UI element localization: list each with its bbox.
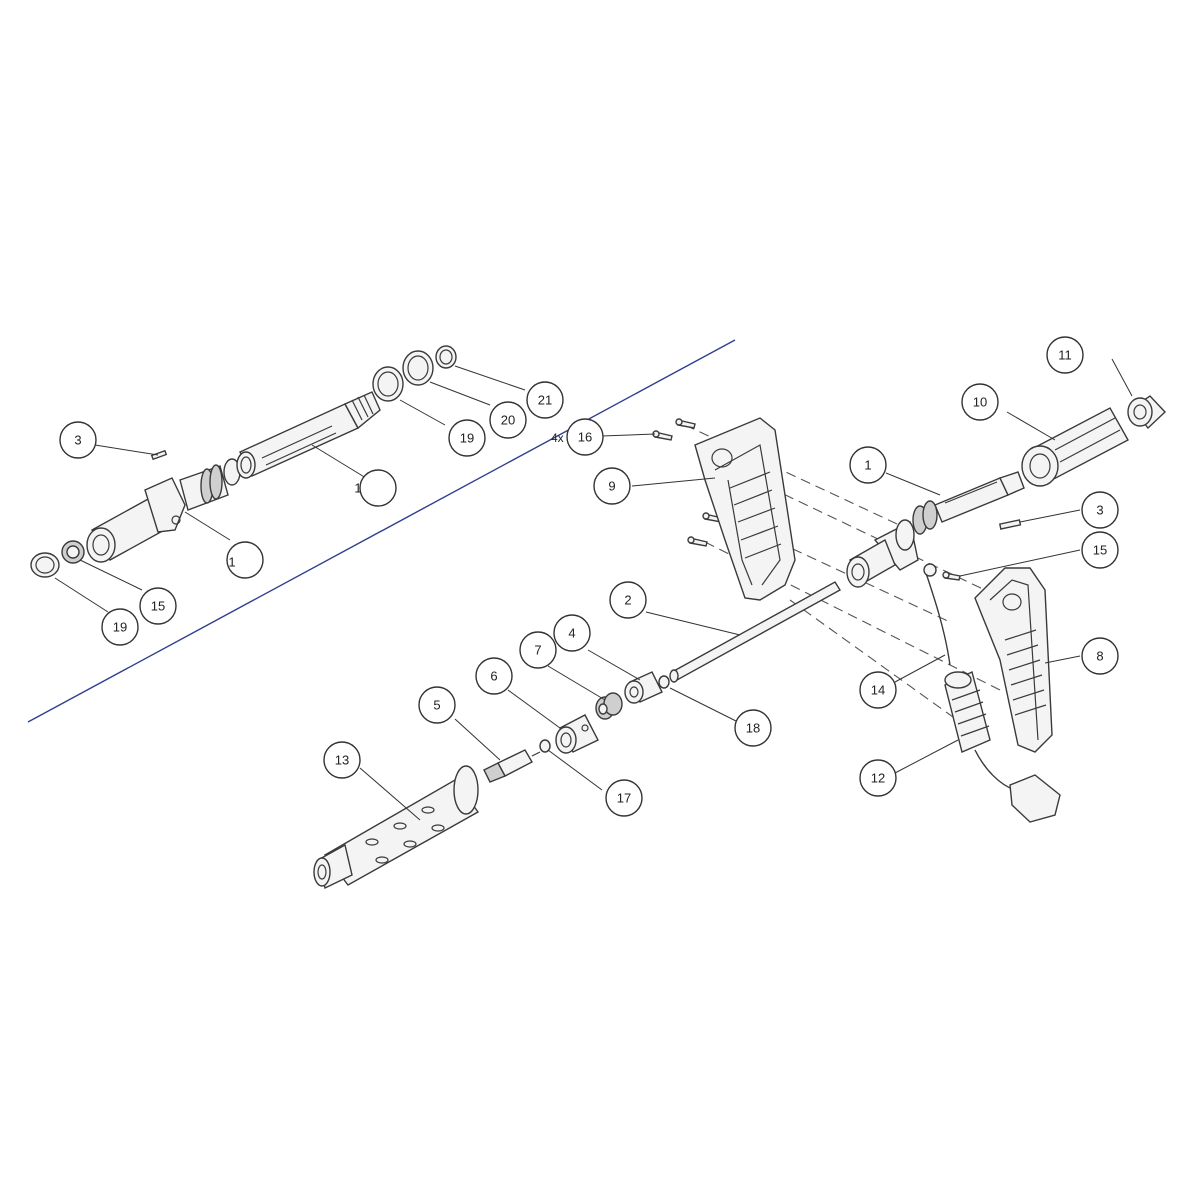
callout-1-detail-bottom: 1 bbox=[226, 541, 264, 579]
svg-text:6: 6 bbox=[490, 669, 497, 684]
svg-text:10: 10 bbox=[973, 395, 987, 410]
svg-text:4: 4 bbox=[568, 626, 575, 641]
handle-half-9 bbox=[694, 417, 796, 601]
svg-text:13: 13 bbox=[335, 753, 349, 768]
svg-text:16: 16 bbox=[578, 430, 592, 445]
svg-text:7: 7 bbox=[534, 643, 541, 658]
svg-text:1: 1 bbox=[354, 481, 361, 496]
callout-11: 11 bbox=[1046, 336, 1084, 374]
grip-13 bbox=[313, 765, 480, 890]
svg-text:12: 12 bbox=[871, 771, 885, 786]
callout-5: 5 bbox=[418, 686, 456, 724]
callout-1-detail-top: 1 bbox=[354, 469, 397, 507]
svg-text:11: 11 bbox=[1058, 348, 1072, 363]
callout-3-main: 3 bbox=[1081, 491, 1119, 529]
detail-ring-19-left bbox=[30, 552, 60, 578]
housing-6 bbox=[555, 714, 599, 754]
svg-text:21: 21 bbox=[538, 393, 552, 408]
callout-20-detail: 20 bbox=[489, 401, 527, 439]
screws-16 bbox=[652, 418, 723, 547]
detail-ring-21 bbox=[435, 345, 457, 369]
svg-text:15: 15 bbox=[151, 599, 165, 614]
detail-pin-3 bbox=[150, 449, 168, 461]
rod-2 bbox=[669, 581, 841, 683]
callout-21-detail: 21 bbox=[526, 381, 564, 419]
end-cap-11 bbox=[1127, 395, 1166, 430]
handle-8 bbox=[974, 567, 1053, 753]
svg-text:19: 19 bbox=[113, 620, 127, 635]
svg-text:20: 20 bbox=[501, 413, 515, 428]
detail-assembly bbox=[30, 345, 457, 578]
svg-text:18: 18 bbox=[746, 721, 760, 736]
screw-15 bbox=[942, 571, 961, 581]
callout-4: 4 bbox=[553, 614, 591, 652]
svg-text:15: 15 bbox=[1093, 543, 1107, 558]
wire-14 bbox=[923, 563, 951, 666]
seal-7 bbox=[595, 692, 623, 720]
svg-text:1: 1 bbox=[228, 555, 235, 570]
callout-13: 13 bbox=[323, 741, 361, 779]
svg-text:5: 5 bbox=[433, 698, 440, 713]
callout-1-main: 1 bbox=[849, 446, 887, 484]
callout-3-detail: 3 bbox=[59, 421, 97, 459]
svg-text:2: 2 bbox=[624, 593, 631, 608]
callout-15-detail: 15 bbox=[139, 587, 177, 625]
svg-text:3: 3 bbox=[1096, 503, 1103, 518]
svg-text:9: 9 bbox=[608, 479, 615, 494]
callout-2: 2 bbox=[609, 581, 647, 619]
callout-16: 16 bbox=[566, 418, 604, 456]
callout-7: 7 bbox=[519, 631, 557, 669]
detail-divider-line bbox=[27, 339, 736, 723]
callout-19-detail-left: 19 bbox=[101, 608, 139, 646]
bushing-4 bbox=[624, 671, 663, 704]
callout-8: 8 bbox=[1081, 637, 1119, 675]
callout-12: 12 bbox=[859, 759, 897, 797]
callout-6: 6 bbox=[475, 657, 513, 695]
callout-10: 10 bbox=[961, 383, 999, 421]
washer-17 bbox=[539, 739, 551, 753]
svg-text:3: 3 bbox=[74, 433, 81, 448]
callout-15-main: 15 bbox=[1081, 531, 1119, 569]
svg-text:14: 14 bbox=[871, 683, 885, 698]
detail-tube-1 bbox=[236, 391, 381, 479]
callout-19-detail-right: 19 bbox=[448, 419, 486, 457]
sleeve-10 bbox=[1021, 407, 1129, 487]
detail-coupling-body bbox=[86, 458, 241, 563]
callout-14: 14 bbox=[859, 671, 897, 709]
nozzle-5 bbox=[483, 749, 541, 783]
callout-9: 9 bbox=[593, 467, 631, 505]
cable-12 bbox=[944, 671, 1061, 823]
callout-18: 18 bbox=[734, 709, 772, 747]
svg-text:17: 17 bbox=[617, 791, 631, 806]
svg-text:19: 19 bbox=[460, 431, 474, 446]
callout-17: 17 bbox=[605, 779, 643, 817]
pin-3 bbox=[998, 519, 1022, 530]
svg-text:1: 1 bbox=[864, 458, 871, 473]
svg-text:8: 8 bbox=[1096, 649, 1103, 664]
o-ring-18 bbox=[658, 675, 670, 689]
quantity-prefix-16: 4x bbox=[551, 431, 564, 445]
main-valve-body-1 bbox=[846, 471, 1025, 588]
leader-lines bbox=[54, 358, 1133, 821]
